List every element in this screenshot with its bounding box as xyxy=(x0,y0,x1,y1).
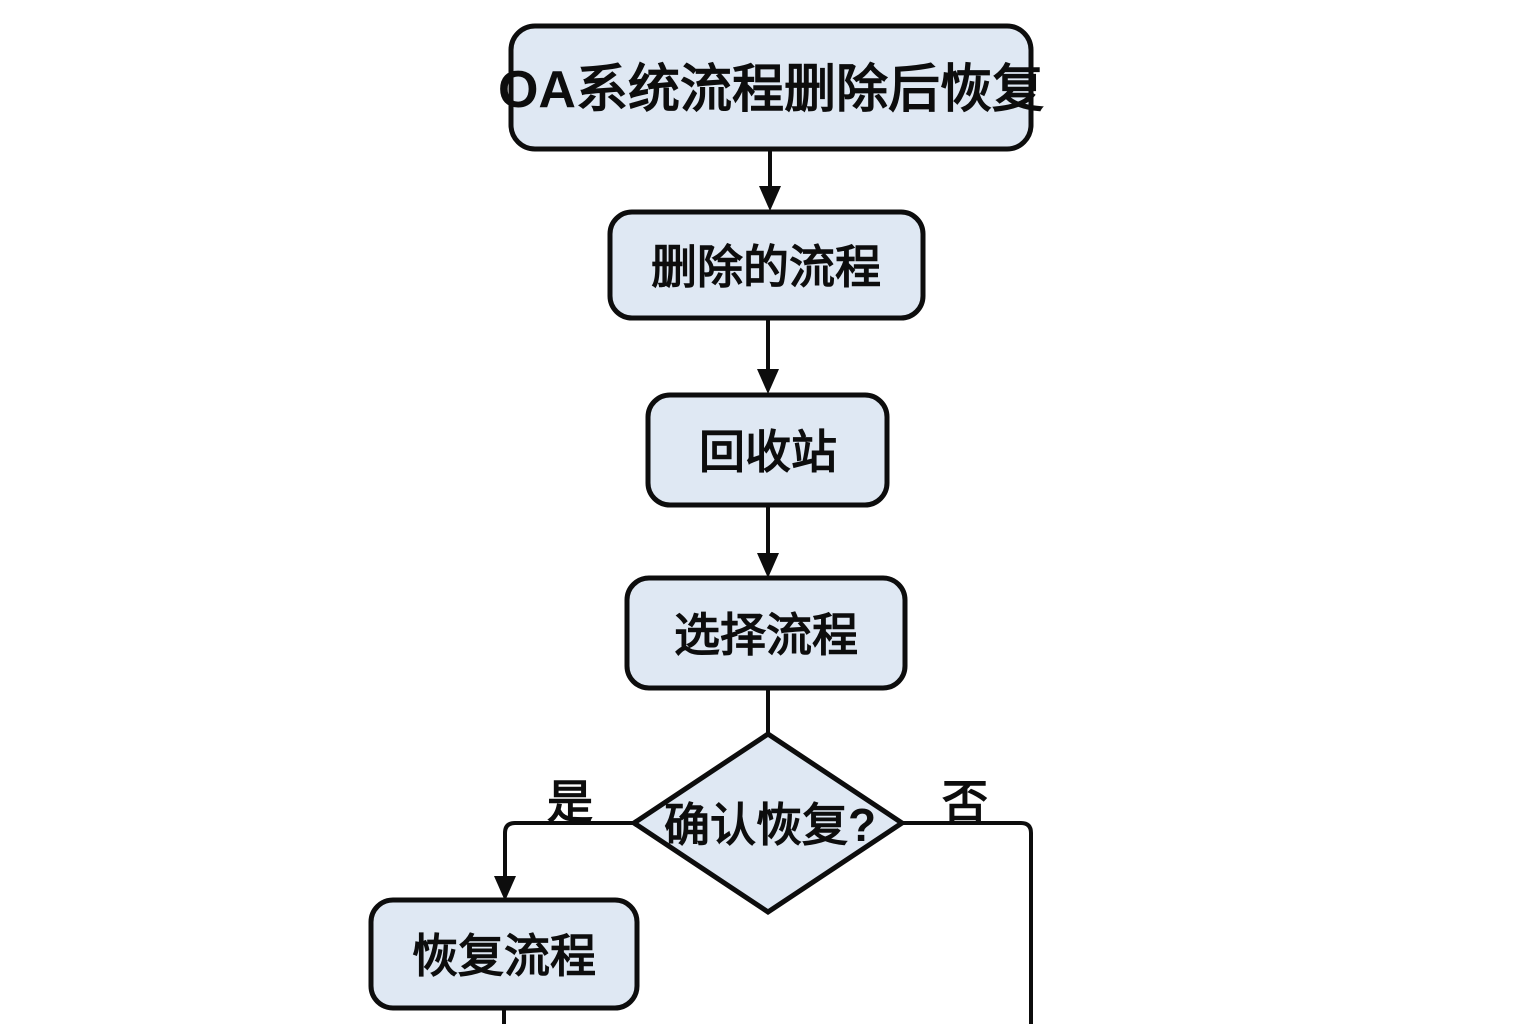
arrowhead-icon xyxy=(757,369,779,394)
node-recycle-bin: 回收站 xyxy=(645,392,890,508)
branch-yes: 是 xyxy=(494,776,634,901)
arrowhead-icon xyxy=(494,876,516,901)
node-deleted-process-label: 删除的流程 xyxy=(651,241,881,293)
node-restore-process-label: 恢复流程 xyxy=(412,930,596,982)
decision-confirm-restore: 确认恢复? xyxy=(629,730,907,916)
arrowhead-icon xyxy=(757,553,779,578)
node-deleted-process: 删除的流程 xyxy=(607,209,926,321)
edge-label-no: 否 xyxy=(942,776,988,828)
arrow-recycle-to-select xyxy=(757,505,779,578)
arrow-deleted-to-recycle xyxy=(757,318,779,394)
node-title-label: OA系统流程删除后恢复 xyxy=(498,61,1044,119)
node-restore-process: 恢复流程 xyxy=(368,897,640,1011)
node-recycle-bin-label: 回收站 xyxy=(699,426,837,478)
decision-confirm-restore-shape xyxy=(629,730,907,916)
node-select-process: 选择流程 xyxy=(624,575,908,691)
node-title: OA系统流程删除后恢复 xyxy=(498,23,1044,152)
edge-label-yes: 是 xyxy=(547,776,593,828)
node-select-process-label: 选择流程 xyxy=(674,609,858,661)
arrowhead-icon xyxy=(759,186,781,211)
decision-confirm-restore-label: 确认恢复? xyxy=(664,799,876,851)
arrow-title-to-deleted xyxy=(759,149,781,211)
branch-no-line xyxy=(902,821,1033,1024)
branch-no: 否 xyxy=(902,776,1033,1024)
branch-yes-line xyxy=(503,821,634,880)
